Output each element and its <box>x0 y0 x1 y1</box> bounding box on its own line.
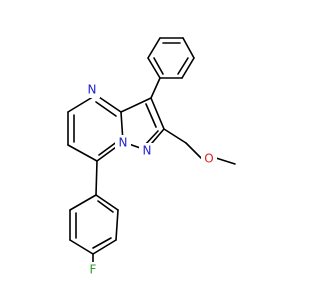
fluorophenyl-ring <box>69 160 119 267</box>
bond <box>95 194 119 211</box>
bond <box>150 97 165 130</box>
molecule-structure-diagram: N N N O F <box>67 37 236 278</box>
atom-bg <box>84 82 100 98</box>
bond <box>92 239 117 255</box>
bond <box>95 160 98 196</box>
five-membered-ring <box>120 97 165 151</box>
bond <box>69 194 97 211</box>
pyrimidine-ring <box>67 94 124 162</box>
bond <box>120 97 152 113</box>
atom-bg <box>115 135 131 151</box>
double-bond <box>95 101 117 117</box>
bond <box>150 77 161 99</box>
atom-bg <box>201 151 217 167</box>
bond <box>147 37 161 59</box>
bond <box>147 57 161 79</box>
double-bond <box>98 140 119 156</box>
bond <box>215 157 236 165</box>
atom-bg <box>86 262 100 278</box>
double-bond <box>145 103 157 128</box>
bond <box>181 57 195 79</box>
oxygen-label: O <box>204 152 213 166</box>
nitrogen-lower-label: N <box>143 144 152 158</box>
nitrogen-bridge-label: N <box>119 136 128 150</box>
double-bond <box>177 57 189 75</box>
bond <box>69 239 94 255</box>
double-bond <box>97 200 114 213</box>
fluorine-label: F <box>90 263 97 277</box>
nitrogen-upper-label: N <box>88 83 97 97</box>
double-bond <box>92 237 112 249</box>
methoxymethyl-group <box>163 128 236 165</box>
double-bond <box>153 57 164 75</box>
bond <box>67 144 98 162</box>
bond <box>163 128 187 144</box>
bond <box>95 94 122 113</box>
bond <box>182 37 195 59</box>
bond <box>115 209 119 241</box>
atom-bg <box>139 143 155 159</box>
phenyl-ring <box>147 37 195 79</box>
bond <box>185 142 202 159</box>
